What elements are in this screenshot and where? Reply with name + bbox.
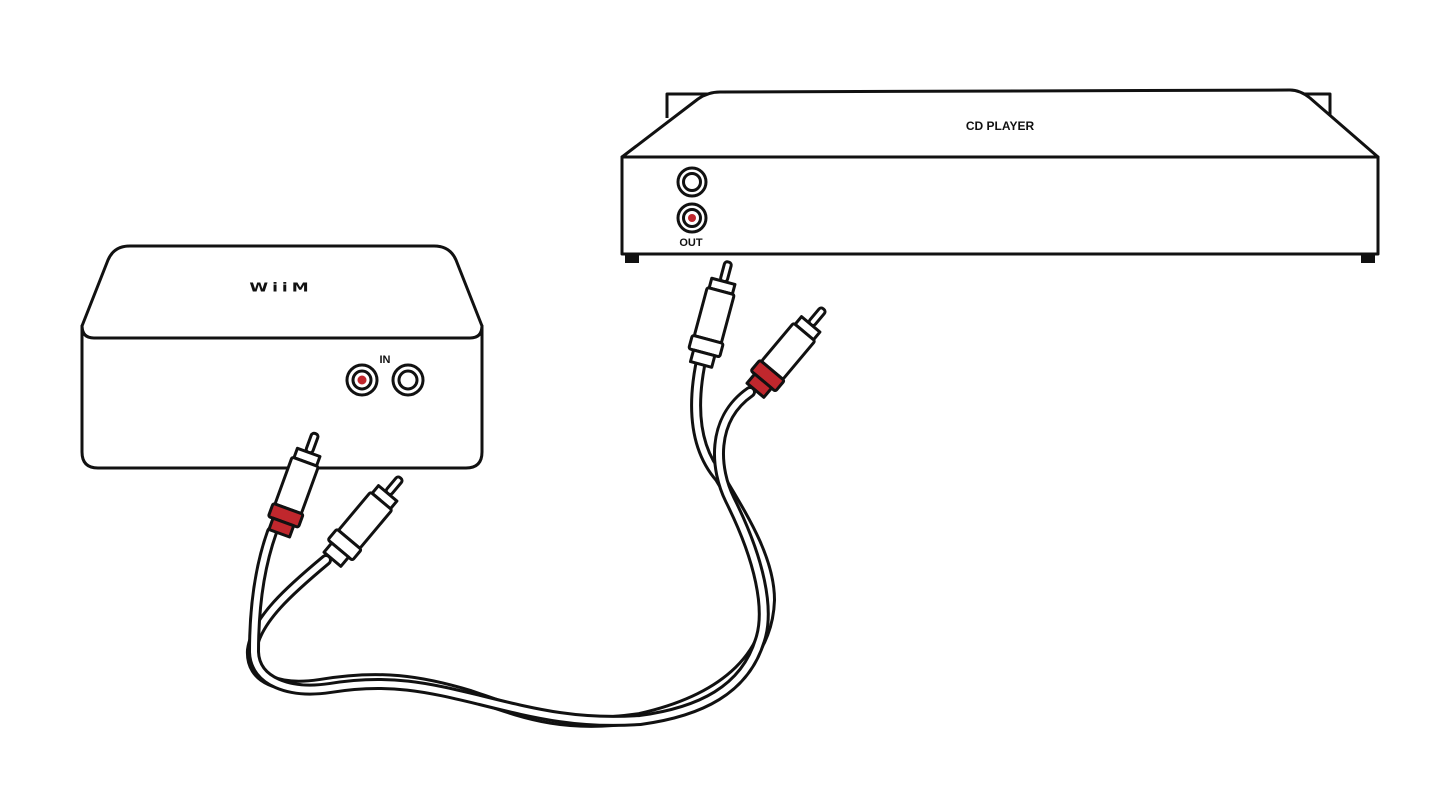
cd-player — [620, 88, 1380, 263]
wiim-input-jack-red — [345, 363, 379, 397]
wiim-input-label: IN — [380, 354, 391, 366]
wiim-logo: WiiM — [249, 280, 312, 295]
rca-plug-red-cd — [745, 306, 827, 399]
cable-wire-red-fill — [250, 389, 767, 724]
cd-player-top — [620, 88, 1380, 159]
rca-plug-white-wiim — [322, 475, 404, 568]
rca-plug-red-wiim — [267, 431, 322, 539]
cd-player-foot-right — [1361, 254, 1375, 263]
cd-player-front — [620, 155, 1380, 256]
rca-cable — [245, 360, 777, 728]
wiim-streamer-front — [80, 324, 484, 470]
wiim-streamer — [80, 244, 484, 470]
cd-output-label: OUT — [679, 237, 703, 249]
wiim-input-jack-white — [391, 363, 425, 397]
cd-output-jack-red — [676, 202, 708, 234]
cd-output-jack-white — [676, 166, 708, 198]
cd-player-foot-left — [625, 254, 639, 263]
rca-plug-white-cd — [687, 260, 737, 369]
cd-player-label: CD PLAYER — [966, 119, 1035, 133]
